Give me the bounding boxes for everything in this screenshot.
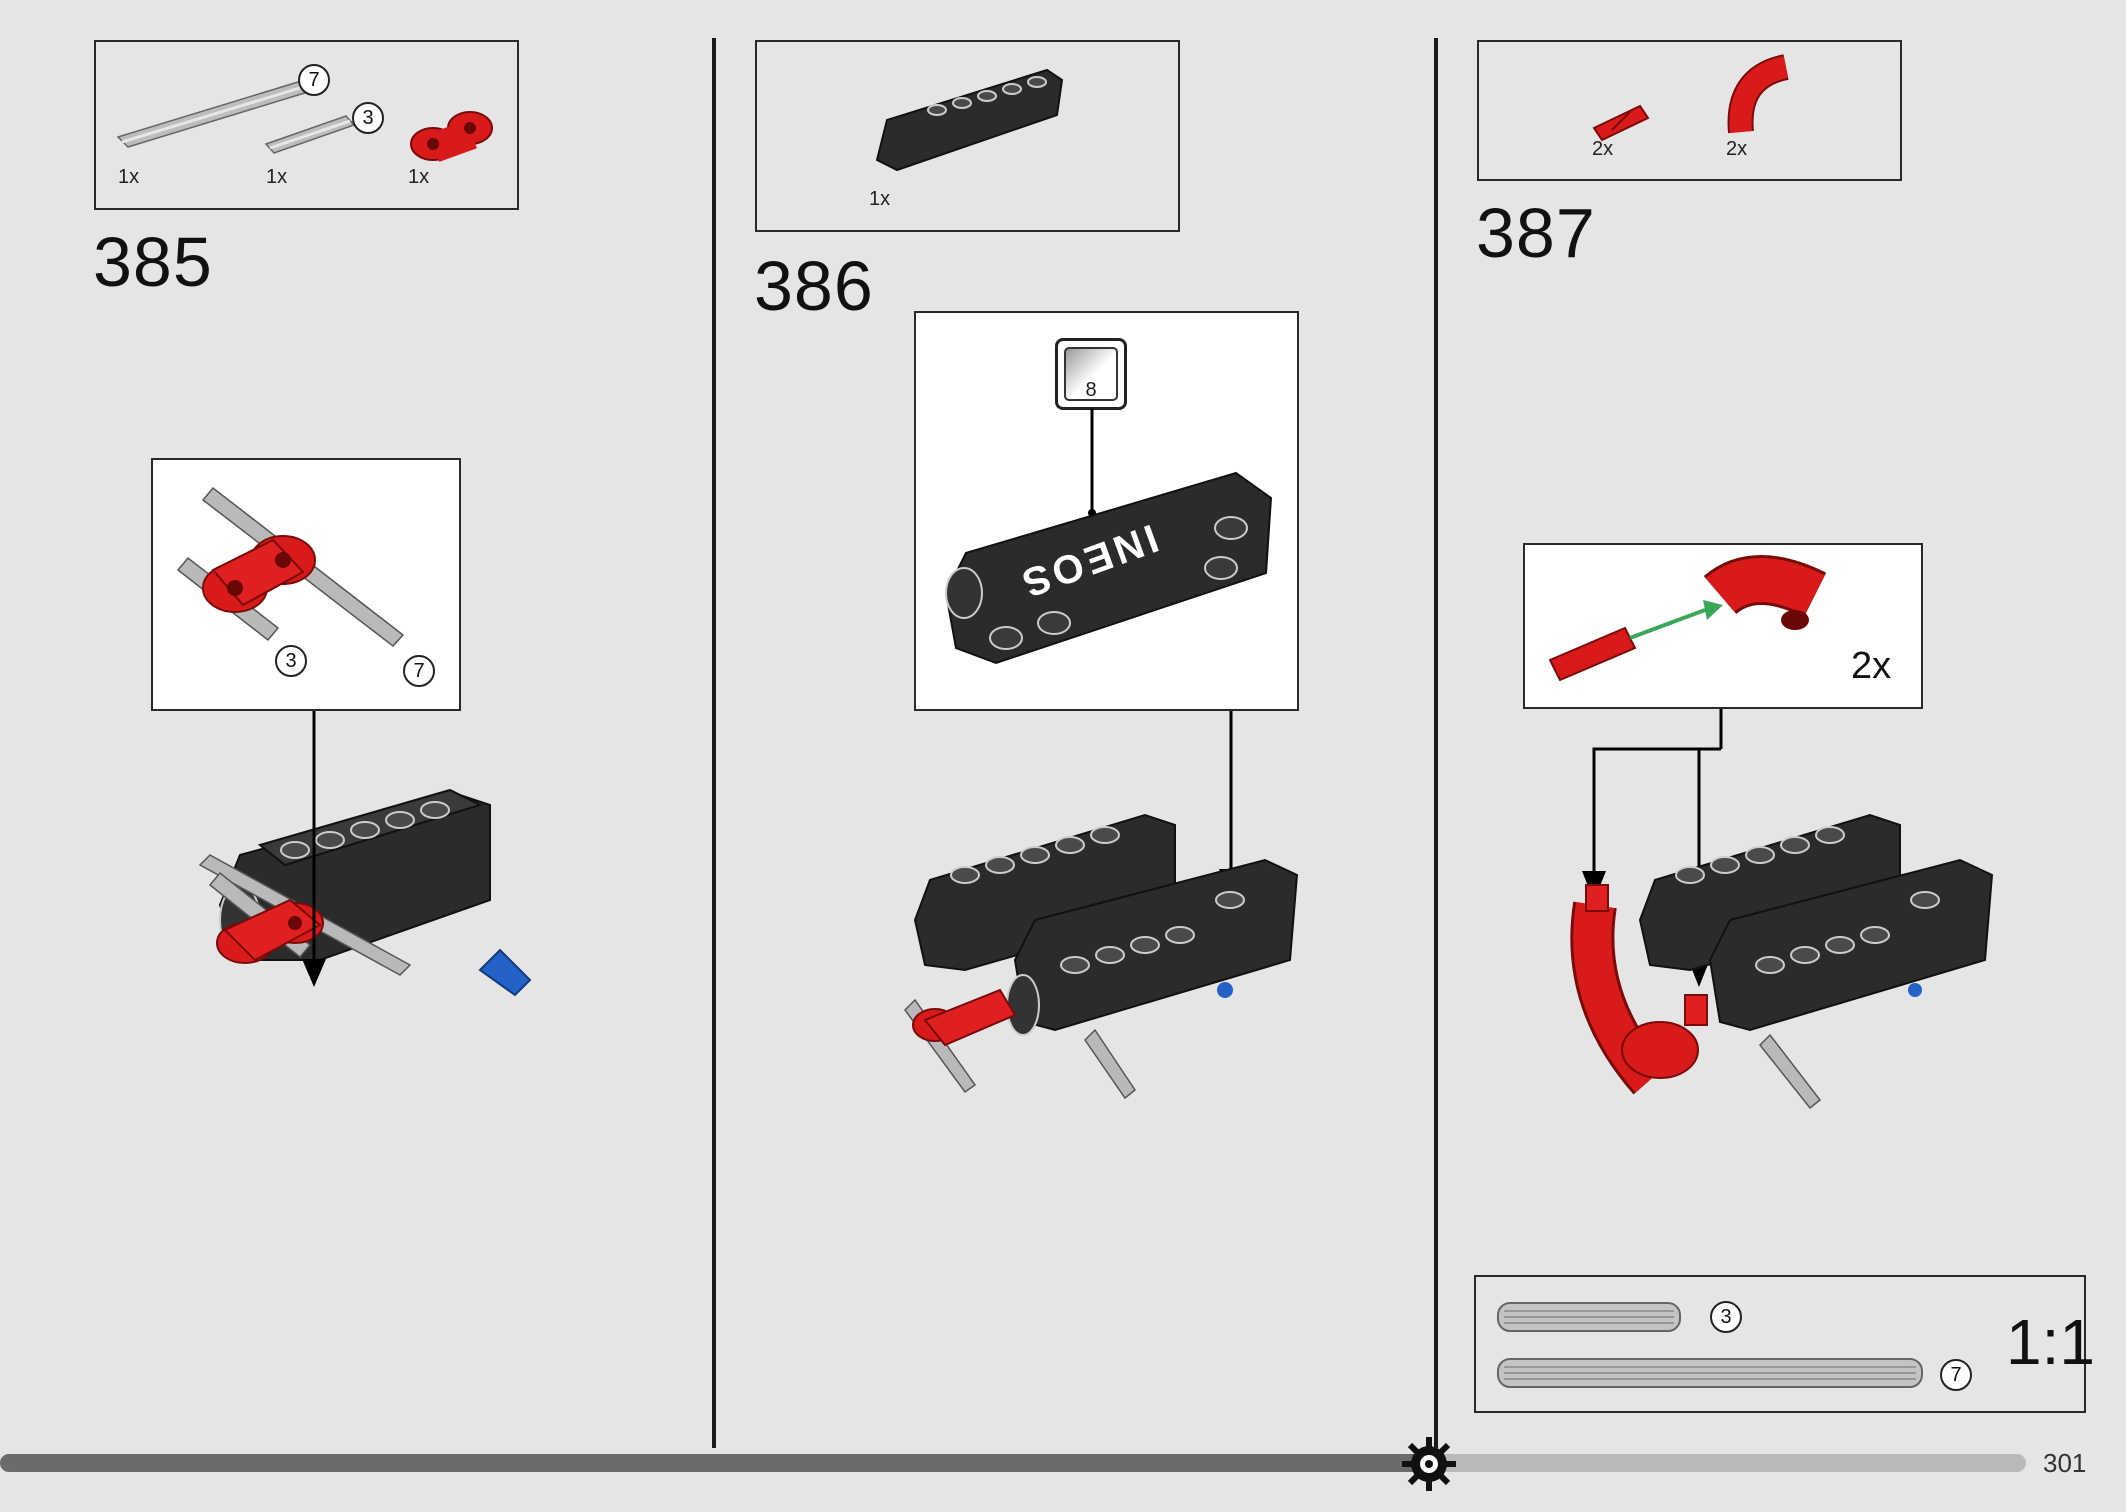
step-385-arrow bbox=[302, 711, 326, 987]
red-elbow-qty: 2x bbox=[1726, 138, 1748, 160]
step-385-subassembly-callout: 3 7 bbox=[151, 458, 461, 711]
step-number-385: 385 bbox=[93, 223, 213, 301]
page-number: 301 bbox=[2043, 1448, 2087, 1478]
scale-ratio: 1:1 bbox=[2006, 1306, 2095, 1378]
axle-7-scale bbox=[1497, 1358, 1923, 1388]
red-elbow-icon bbox=[1727, 54, 1790, 134]
progress-bar-fill bbox=[0, 1454, 1428, 1472]
red-pin-qty: 2x bbox=[1592, 138, 1614, 160]
callout-axle-7-label: 7 bbox=[403, 655, 435, 687]
callout-387-qty: 2x bbox=[1851, 645, 1892, 687]
axle-3-scale bbox=[1497, 1302, 1681, 1332]
column-divider-1 bbox=[712, 38, 716, 1448]
gear-icon bbox=[1402, 1437, 1456, 1491]
step-number-387: 387 bbox=[1476, 194, 1596, 272]
step-number-386: 386 bbox=[754, 247, 874, 325]
pin-into-elbow bbox=[1548, 555, 1827, 682]
step-386-sticker-callout: 8 INEOS bbox=[914, 311, 1299, 711]
scale-axle-3-label: 3 bbox=[1710, 1301, 1742, 1333]
red-connector-icon bbox=[410, 111, 493, 162]
scale-axle-7-label: 7 bbox=[1940, 1359, 1972, 1391]
black-panel-qty: 1x bbox=[869, 188, 891, 210]
step-385-parts-box: 7 1x 3 1x 1x bbox=[94, 40, 519, 210]
callout-axle-3-label: 3 bbox=[275, 645, 307, 677]
black-panel-icon bbox=[875, 68, 1064, 172]
step-386-parts-box: 1x bbox=[755, 40, 1180, 232]
axle-7-qty: 1x bbox=[118, 166, 140, 188]
step-387-parts-box: 2x 2x bbox=[1477, 40, 1902, 181]
red-pin-icon bbox=[1592, 104, 1650, 142]
scale-box: 3 7 1:1 bbox=[1474, 1275, 2095, 1413]
sticker-number: 8 bbox=[1085, 379, 1097, 401]
subassembly-axles-connector bbox=[176, 486, 405, 648]
axle-7-size-label: 7 bbox=[298, 64, 330, 96]
step-386-model bbox=[904, 813, 1299, 1100]
axle-3-size-label: 3 bbox=[352, 102, 384, 134]
sticker-badge: 8 bbox=[1055, 338, 1127, 410]
column-divider-2 bbox=[1434, 38, 1438, 1448]
red-connector-qty: 1x bbox=[408, 166, 430, 188]
axle-3-icon bbox=[264, 115, 356, 154]
step-387-model bbox=[1570, 813, 1994, 1110]
axle-3-qty: 1x bbox=[266, 166, 288, 188]
step-385-model bbox=[198, 788, 532, 997]
progress-bar bbox=[0, 1454, 2026, 1472]
ineos-panel bbox=[944, 471, 1273, 665]
step-387-subassembly-callout: 2x bbox=[1523, 543, 1923, 709]
sticker-icon bbox=[1064, 347, 1118, 401]
